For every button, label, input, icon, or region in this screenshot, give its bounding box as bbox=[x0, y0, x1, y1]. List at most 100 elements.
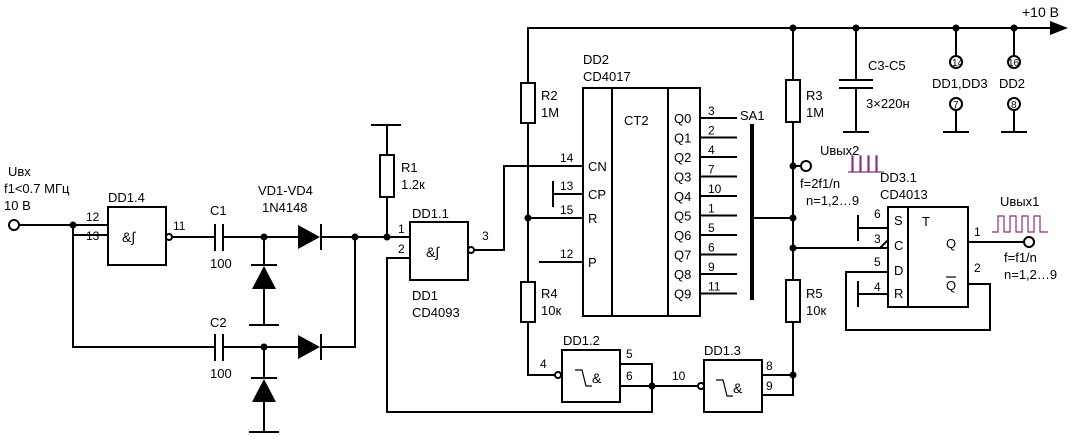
capacitor-c2: C2 100 bbox=[210, 315, 232, 381]
dd3-pin-r: 4 bbox=[874, 280, 881, 294]
diodes-type: 1N4148 bbox=[262, 200, 308, 215]
dd1-4-pin-b: 13 bbox=[86, 229, 100, 243]
power-pins: 14 DD1,DD3 7 16 DD2 8 bbox=[932, 24, 1027, 133]
input-terminal[interactable]: Uвх f1<0.7 МГц 10 В bbox=[4, 164, 70, 231]
output-terminal-1[interactable]: Uвых1 f=f1/n n=1,2…9 bbox=[992, 194, 1057, 282]
dd1-2-pin-a: 5 bbox=[626, 347, 633, 361]
dd2-output-pin-q9: 11 bbox=[708, 280, 721, 294]
gate-dd1-1: DD1.1 1 2 3 &∫ DD1 CD4093 bbox=[398, 206, 489, 320]
r5-name: R5 bbox=[806, 286, 823, 301]
resistor-r5: R5 10к bbox=[785, 279, 826, 323]
r4-name: R4 bbox=[541, 286, 558, 301]
supply-arrow-icon bbox=[1050, 21, 1068, 35]
dd1-4-name: DD1.4 bbox=[108, 190, 145, 205]
r4-value: 10к bbox=[541, 303, 561, 318]
out2-name: Uвых2 bbox=[820, 143, 859, 158]
dd2-name: DD2 bbox=[583, 52, 609, 67]
switch-sa1[interactable]: SA1 bbox=[740, 108, 765, 300]
c1-name: C1 bbox=[210, 203, 227, 218]
dd2-input-pin-cp: 13 bbox=[560, 179, 574, 193]
dd2-type: CT2 bbox=[624, 113, 649, 128]
dd2-input-label-r: R bbox=[588, 211, 597, 226]
resistor-r3: R3 1М bbox=[785, 79, 824, 123]
input-name: Uвх bbox=[8, 164, 31, 179]
dd2-output-label-q1: Q1 bbox=[674, 131, 691, 146]
r1-name: R1 bbox=[401, 160, 418, 175]
gate-dd1-3: DD1.3 8 9 10 & bbox=[672, 343, 773, 413]
dd2-output-pin-q2: 4 bbox=[708, 143, 715, 157]
dd2-output-pin-q7: 6 bbox=[708, 241, 715, 255]
dd1-3-pin-out: 10 bbox=[672, 369, 686, 383]
c3-name: C3-C5 bbox=[868, 58, 906, 73]
dd1-2-symbol: & bbox=[592, 370, 602, 386]
dd1-1-pin-b: 2 bbox=[398, 242, 405, 256]
r1-value: 1.2к bbox=[401, 177, 425, 192]
dd3-name: DD3.1 bbox=[880, 170, 917, 185]
out2-n: n=1,2…9 bbox=[806, 193, 859, 208]
out1-name: Uвых1 bbox=[1000, 194, 1039, 209]
dd3-pin-s: 6 bbox=[874, 207, 881, 221]
c2-name: C2 bbox=[210, 315, 227, 330]
r2-name: R2 bbox=[541, 88, 558, 103]
dd2-output-pin-q6: 5 bbox=[708, 221, 715, 235]
power-chips-b: DD2 bbox=[999, 76, 1025, 91]
dd1-2-pin-b: 6 bbox=[626, 369, 633, 383]
dd1-part: CD4093 bbox=[412, 305, 460, 320]
dd2-output-label-q4: Q4 bbox=[674, 189, 691, 204]
dd2-output-label-q8: Q8 bbox=[674, 267, 691, 282]
pulse-train-1-icon bbox=[992, 215, 1048, 233]
input-amp: 10 В bbox=[4, 198, 31, 213]
dd3-label-c: C bbox=[894, 238, 903, 253]
dd1-chip: DD1 bbox=[412, 288, 438, 303]
dd1-3-name: DD1.3 bbox=[704, 343, 741, 358]
pin-b-vcc: 16 bbox=[1008, 58, 1020, 69]
dd2-output-pin-q4: 10 bbox=[708, 182, 722, 196]
dd2-input-label-cn: CN bbox=[588, 159, 607, 174]
dd2-output-pin-q3: 7 bbox=[708, 163, 715, 177]
flipflop-dd3-1: DD3.1 CD4013 T S C D R Q Q 6 3 5 4 1 2 bbox=[874, 170, 981, 308]
supply-rail: +10 В bbox=[527, 4, 1068, 35]
dd1-3-symbol: & bbox=[733, 380, 743, 396]
dd2-input-pin-p: 12 bbox=[560, 247, 574, 261]
c1-value: 100 bbox=[210, 256, 232, 271]
dd1-4-symbol: &∫ bbox=[122, 229, 136, 245]
dd3-label-r: R bbox=[894, 286, 903, 301]
dd3-pin-d: 5 bbox=[874, 255, 881, 269]
dd3-pin-c: 3 bbox=[874, 232, 881, 246]
dd1-3-pin-a: 8 bbox=[766, 359, 773, 373]
resistor-r2: R2 1М bbox=[520, 82, 559, 124]
out1-n: n=1,2…9 bbox=[1004, 267, 1057, 282]
dd2-output-label-q5: Q5 bbox=[674, 209, 691, 224]
pulse-train-2-icon bbox=[848, 155, 884, 173]
dd2-output-label-q2: Q2 bbox=[674, 150, 691, 165]
diode-bridge: VD1-VD4 1N4148 bbox=[249, 183, 356, 433]
pin-a-vcc: 14 bbox=[952, 58, 964, 69]
dd1-1-name: DD1.1 bbox=[412, 206, 449, 221]
dd2-input-label-cp: CP bbox=[588, 187, 606, 202]
dd3-label-q: Q bbox=[946, 236, 956, 251]
dd2-output-label-q6: Q6 bbox=[674, 228, 691, 243]
dd1-3-pin-b: 9 bbox=[766, 379, 773, 393]
diodes-name: VD1-VD4 bbox=[258, 183, 313, 198]
input-terminal-circle bbox=[8, 219, 20, 231]
dd1-2-pin-in: 4 bbox=[540, 357, 547, 371]
dd2-input-pin-cn: 14 bbox=[560, 151, 574, 165]
r3-value: 1М bbox=[806, 105, 824, 120]
dd3-label-d: D bbox=[894, 263, 903, 278]
dd3-label-s: S bbox=[894, 213, 903, 228]
input-freq: f1<0.7 МГц bbox=[4, 181, 70, 196]
dd1-1-pin-out: 3 bbox=[482, 229, 489, 243]
dd3-label-qn: Q bbox=[946, 278, 956, 293]
dd3-part: CD4013 bbox=[880, 187, 928, 202]
dd2-output-label-q3: Q3 bbox=[674, 170, 691, 185]
dd1-2-name: DD1.2 bbox=[563, 333, 600, 348]
capacitor-c3-c5: C3-C5 3×220н bbox=[839, 58, 910, 111]
output-terminal-2[interactable]: Uвых2 f=2f1/n n=1,2…9 bbox=[800, 143, 884, 208]
dd3-pin-qn: 2 bbox=[974, 261, 981, 275]
dd2-input-label-p: P bbox=[588, 255, 597, 270]
r5-value: 10к bbox=[806, 303, 826, 318]
power-chips-a: DD1,DD3 bbox=[932, 76, 988, 91]
pin-b-gnd: 8 bbox=[1011, 100, 1017, 111]
dd2-output-pin-q8: 9 bbox=[708, 260, 715, 274]
